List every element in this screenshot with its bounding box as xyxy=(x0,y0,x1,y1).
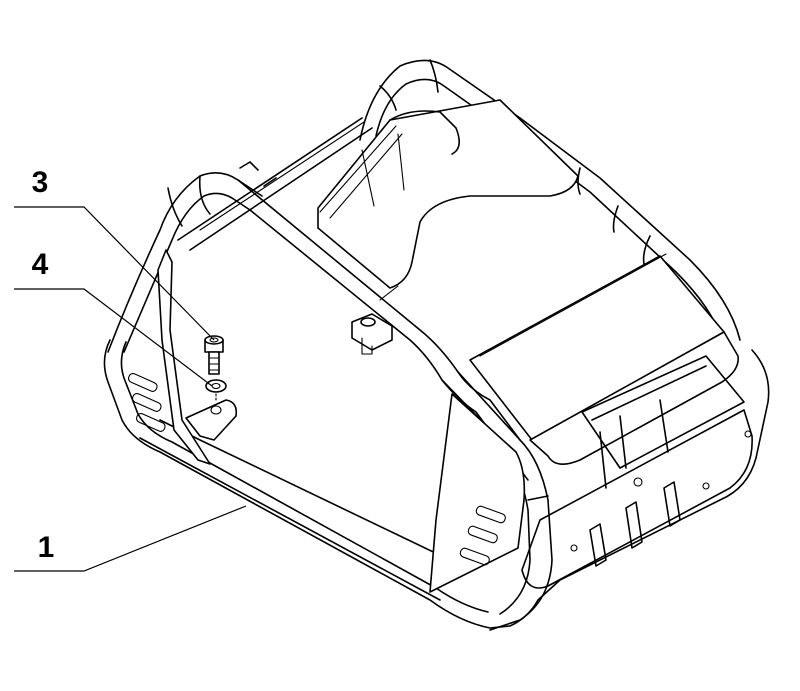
front-block xyxy=(469,253,753,589)
mounting-tab xyxy=(185,399,238,441)
callout-number-3: 3 xyxy=(32,166,49,199)
bolt-part xyxy=(204,335,224,375)
callout-1: 1 xyxy=(14,505,247,572)
callout-number-1: 1 xyxy=(38,531,55,564)
leader-line-3 xyxy=(14,206,215,341)
bracket-slots-left xyxy=(127,372,166,432)
washer-part xyxy=(205,379,227,401)
callout-number-4: 4 xyxy=(32,248,49,281)
callout-4: 4 xyxy=(14,248,213,387)
leader-line-4 xyxy=(14,288,213,387)
top-plate xyxy=(317,99,579,289)
rear-slat xyxy=(177,117,373,251)
center-bracket xyxy=(351,285,399,355)
side-bracket-right xyxy=(429,393,526,593)
bracket-slots-right xyxy=(459,505,506,566)
leader-line-1 xyxy=(14,505,247,572)
callout-3: 3 xyxy=(14,166,215,341)
roll-frame-rear xyxy=(359,59,741,341)
